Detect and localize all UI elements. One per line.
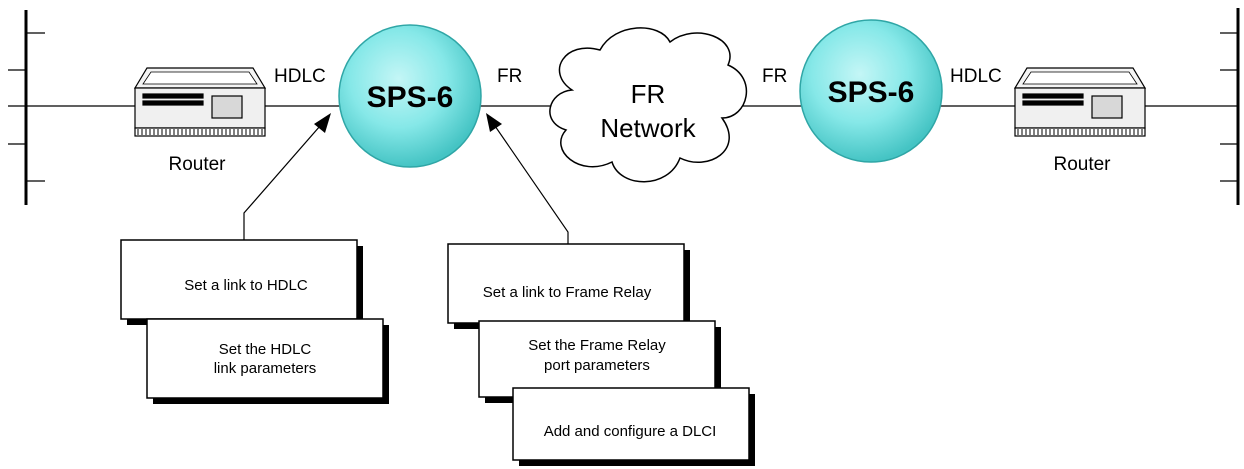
- cloud-label-line2: Network: [600, 113, 696, 143]
- fr-steps: Set a link to Frame Relay Set the Frame …: [447, 243, 755, 466]
- fr-network-cloud: FR Network: [549, 27, 748, 183]
- fr-callout-arrow: [486, 113, 569, 244]
- hdlc-step1-box: Set a link to HDLC: [120, 239, 363, 325]
- fr-step3-text: Add and configure a DLCI: [544, 423, 717, 440]
- left-hdlc-label: HDLC: [274, 66, 326, 87]
- fr-step3-box: Add and configure a DLCI: [512, 387, 755, 466]
- fr-step1-text: Set a link to Frame Relay: [483, 284, 652, 301]
- left-router-label: Router: [168, 154, 226, 175]
- hdlc-step2-line2: link parameters: [214, 360, 317, 377]
- right-sps6-label: SPS-6: [828, 76, 915, 109]
- fr-step1-box: Set a link to Frame Relay: [447, 243, 690, 329]
- router-icon: [133, 67, 267, 137]
- hdlc-step2-line1: Set the HDLC: [219, 341, 312, 358]
- hdlc-step2-box: Set the HDLC link parameters: [146, 318, 389, 404]
- hdlc-steps: Set a link to HDLC Set the HDLC link par…: [120, 239, 389, 404]
- hdlc-callout-arrow: [243, 113, 331, 241]
- fr-step2-line2: port parameters: [544, 357, 650, 374]
- left-lan-bus: [8, 10, 45, 205]
- cloud-label-line1: FR: [631, 79, 666, 109]
- right-hdlc-label: HDLC: [950, 66, 1002, 87]
- right-fr-label: FR: [762, 66, 787, 87]
- right-sps6-node: SPS-6: [799, 19, 943, 163]
- hdlc-step1-text: Set a link to HDLC: [184, 277, 308, 294]
- cloud-icon: [549, 27, 748, 183]
- left-sps6-node: SPS-6: [338, 24, 482, 168]
- router-icon: [1013, 67, 1147, 137]
- left-router: Router: [133, 67, 267, 175]
- left-fr-label: FR: [497, 66, 522, 87]
- left-sps6-label: SPS-6: [367, 81, 454, 114]
- right-router-label: Router: [1053, 154, 1111, 175]
- right-router: Router: [1013, 67, 1147, 175]
- fr-step2-line1: Set the Frame Relay: [528, 337, 666, 354]
